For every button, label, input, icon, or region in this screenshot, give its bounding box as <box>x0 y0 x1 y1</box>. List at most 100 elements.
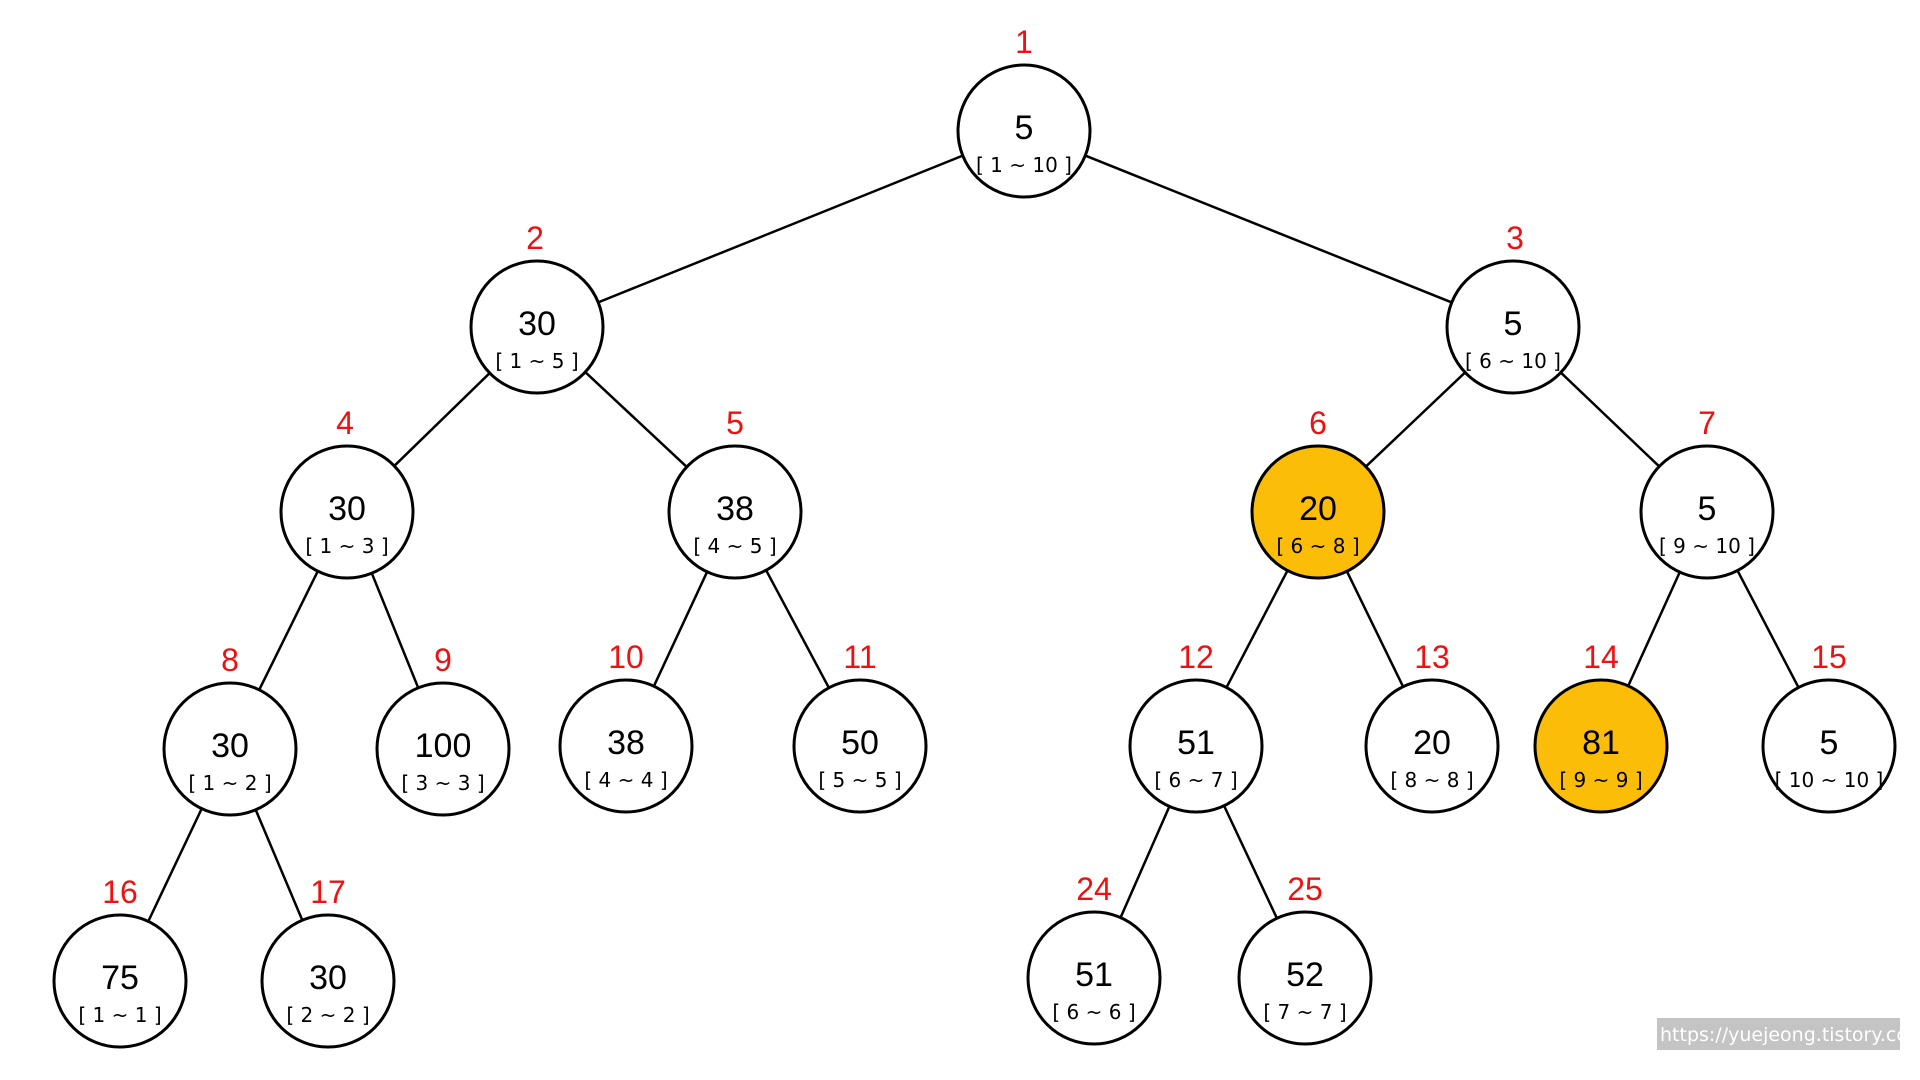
node-circle <box>667 444 803 580</box>
edge-4-8 <box>258 570 319 691</box>
node-index-label: 24 <box>1076 871 1112 907</box>
tree-node-6: 20 [ 6 ~ 8 ] 6 <box>1250 405 1386 580</box>
edge-4-9 <box>370 572 420 689</box>
node-range: [ 9 ~ 10 ] <box>1659 534 1755 558</box>
node-value: 30 <box>309 959 347 997</box>
node-range: [ 7 ~ 7 ] <box>1263 1000 1346 1024</box>
node-range: [ 1 ~ 5 ] <box>495 349 578 373</box>
edge-7-15 <box>1736 569 1800 689</box>
node-range: [ 1 ~ 10 ] <box>976 153 1072 177</box>
node-circle <box>279 444 415 580</box>
node-index-label: 15 <box>1811 639 1847 675</box>
node-index-label: 6 <box>1309 405 1327 441</box>
edge-12-24 <box>1119 805 1171 919</box>
node-index-label: 5 <box>726 405 744 441</box>
edge-6-13 <box>1345 570 1405 688</box>
node-index-label: 25 <box>1287 871 1323 907</box>
node-value: 20 <box>1299 490 1337 528</box>
node-circle <box>1364 678 1500 814</box>
node-range: [ 6 ~ 6 ] <box>1052 1000 1135 1024</box>
node-range: [ 10 ~ 10 ] <box>1775 768 1884 792</box>
node-range: [ 6 ~ 8 ] <box>1276 534 1359 558</box>
edge-2-4 <box>393 372 491 467</box>
node-range: [ 1 ~ 2 ] <box>188 771 271 795</box>
edge-7-14 <box>1627 571 1681 687</box>
node-circle <box>1026 910 1162 1046</box>
node-circle <box>792 678 928 814</box>
nodes-layer: 5[ 1 ~ 10 ]130[ 1 ~ 5 ]25[ 6 ~ 10 ]330[ … <box>52 24 1897 1049</box>
node-index-label: 10 <box>608 639 644 675</box>
node-value: 5 <box>1698 490 1717 528</box>
node-value: 51 <box>1075 956 1113 994</box>
node-value: 20 <box>1413 724 1451 762</box>
node-range: [ 1 ~ 1 ] <box>78 1003 161 1027</box>
edge-3-6 <box>1365 371 1466 468</box>
node-range: [ 6 ~ 7 ] <box>1154 768 1237 792</box>
tree-node-24: 51 [ 6 ~ 6 ] 24 <box>1026 871 1162 1046</box>
node-value: 51 <box>1177 724 1215 762</box>
node-value: 5 <box>1820 724 1839 762</box>
node-index-label: 16 <box>102 874 138 910</box>
edge-2-5 <box>584 371 688 468</box>
node-value: 38 <box>716 490 754 528</box>
tree-node-17: 30 [ 2 ~ 2 ] 17 <box>260 874 396 1049</box>
node-value: 5 <box>1504 305 1523 343</box>
node-index-label: 2 <box>526 220 544 256</box>
node-range: [ 2 ~ 2 ] <box>286 1003 369 1027</box>
node-index-label: 12 <box>1178 639 1214 675</box>
tree-node-3: 5 [ 6 ~ 10 ] 3 <box>1445 220 1581 395</box>
tree-node-2: 30 [ 1 ~ 5 ] 2 <box>469 220 605 395</box>
tree-node-15: 5 [ 10 ~ 10 ] 15 <box>1761 639 1897 814</box>
node-circle <box>956 63 1092 199</box>
tree-node-16: 75[ 1 ~ 1 ]16 <box>52 874 188 1049</box>
node-value: 50 <box>841 724 879 762</box>
tree-node-14: 81[ 9 ~ 9 ]14 <box>1533 639 1669 814</box>
node-index-label: 3 <box>1506 220 1524 256</box>
node-value: 81 <box>1582 724 1620 762</box>
node-index-label: 14 <box>1583 639 1619 675</box>
node-value: 100 <box>415 727 472 765</box>
node-range: [ 4 ~ 5 ] <box>693 534 776 558</box>
tree-node-11: 50 [ 5 ~ 5 ] 11 <box>792 639 928 814</box>
node-value: 30 <box>328 490 366 528</box>
node-circle <box>1533 678 1669 814</box>
node-circle <box>1237 910 1373 1046</box>
node-circle <box>558 678 694 814</box>
node-index-label: 13 <box>1414 639 1450 675</box>
tree-node-8: 30[ 1 ~ 2 ]8 <box>162 642 298 817</box>
node-circle <box>1639 444 1775 580</box>
edge-6-12 <box>1225 569 1289 689</box>
tree-node-25: 52[ 7 ~ 7 ]25 <box>1237 871 1373 1046</box>
node-value: 30 <box>518 305 556 343</box>
node-circle <box>375 681 511 817</box>
node-value: 38 <box>607 724 645 762</box>
edge-5-10 <box>652 571 709 687</box>
node-range: [ 6 ~ 10 ] <box>1465 349 1561 373</box>
node-range: [ 5 ~ 5 ] <box>818 768 901 792</box>
edge-8-17 <box>254 809 304 921</box>
node-circle <box>260 913 396 1049</box>
node-range: [ 3 ~ 3 ] <box>401 771 484 795</box>
node-index-label: 9 <box>434 642 452 678</box>
node-index-label: 11 <box>843 639 876 675</box>
node-index-label: 1 <box>1015 24 1033 60</box>
node-range: [ 8 ~ 8 ] <box>1390 768 1473 792</box>
node-circle <box>1761 678 1897 814</box>
edge-8-16 <box>147 808 203 922</box>
edge-5-11 <box>764 569 831 689</box>
edge-1-2 <box>597 154 964 304</box>
watermark-background <box>1657 1018 1900 1050</box>
node-index-label: 17 <box>310 874 346 910</box>
edge-1-3 <box>1084 154 1453 304</box>
tree-node-7: 5[ 9 ~ 10 ]7 <box>1639 405 1775 580</box>
node-circle <box>1250 444 1386 580</box>
tree-node-13: 20 [ 8 ~ 8 ] 13 <box>1364 639 1500 814</box>
edge-3-7 <box>1559 371 1661 468</box>
tree-node-4: 30[ 1 ~ 3 ]4 <box>279 405 415 580</box>
edge-12-25 <box>1222 805 1279 919</box>
watermark: https://yuejeong.tistory.com <box>1660 1024 1920 1046</box>
tree-node-12: 51 [ 6 ~ 7 ] 12 <box>1128 639 1264 814</box>
node-circle <box>1128 678 1264 814</box>
